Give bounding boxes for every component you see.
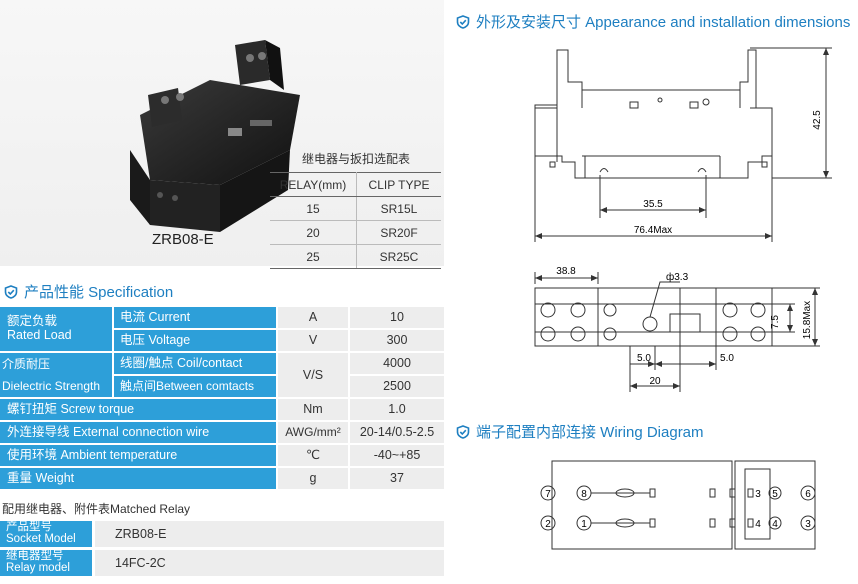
socket-model-en: Socket Model	[6, 533, 76, 545]
model-caption: ZRB08-E	[152, 231, 214, 248]
weight-value: 37	[350, 468, 444, 489]
relay-model-label: 继电器型号 Relay model	[0, 550, 92, 576]
clip-table: RELAY(mm) CLIP TYPE 15 SR15L 20 SR20F 25…	[270, 172, 441, 269]
clip-type-cell: SR25C	[356, 244, 441, 269]
spec-row-weight: 重量 Weight g 37	[0, 468, 444, 489]
wiring-terminal-6: 6	[805, 489, 811, 500]
dim-height: 42.5	[812, 110, 823, 130]
wiring-terminal-1: 1	[581, 519, 587, 530]
side-view-drawing: 42.5 35.5 76.4Max	[534, 47, 832, 242]
dielectric-unit: V/S	[278, 353, 348, 397]
wiring-terminal-4b: 4	[772, 519, 778, 530]
current-value: 10	[350, 307, 444, 328]
wiring-terminal-3: 3	[755, 489, 761, 500]
shield-check-icon	[456, 425, 470, 439]
relay-socket-photo	[130, 40, 300, 232]
clip-relay-cell: 15	[270, 196, 357, 221]
screw-torque-unit: Nm	[278, 399, 348, 420]
screw-torque-label: 螺钉扭矩 Screw torque	[0, 399, 276, 420]
wiring-terminal-3b: 3	[805, 519, 811, 530]
matched-caption: 配用继电器、附件表Matched Relay	[2, 502, 191, 516]
table-row: 20 SR20F	[270, 220, 441, 245]
dielectric-en: Dielectric Strength	[2, 379, 101, 393]
spec-row-wire: 外连接导线 External connection wire AWG/mm² 2…	[0, 422, 444, 443]
spec-row-torque: 螺钉扭矩 Screw torque Nm 1.0	[0, 399, 444, 420]
rated-load-en: Rated Load	[7, 328, 72, 342]
relay-model-value: 14FC-2C	[95, 550, 444, 576]
dim-width-max: 15.8Max	[802, 301, 813, 339]
wiring-section-title: 端子配置内部连接 Wiring Diagram	[456, 421, 704, 442]
dim-top-length: 38.8	[556, 266, 576, 277]
shield-check-icon	[4, 285, 18, 299]
weight-unit: g	[278, 468, 348, 489]
dim-spacing-c: 20	[649, 376, 661, 387]
socket-model-row: 产品型号 Socket Model ZRB08-E	[0, 521, 444, 547]
dim-spacing-a: 5.0	[637, 353, 651, 364]
relay-model-row: 继电器型号 Relay model 14FC-2C	[0, 550, 444, 576]
spec-row-ambient: 使用环境 Ambient temperature ℃ -40~+85	[0, 445, 444, 466]
clip-table-caption: 继电器与扳扣选配表	[302, 152, 411, 166]
spec-row-voltage: 电压 Voltage V 300	[0, 330, 444, 351]
wiring-terminal-7: 7	[545, 489, 551, 500]
table-row: 15 SR15L	[270, 196, 441, 221]
clip-relay-cell: 20	[270, 220, 357, 245]
coil-contact-label: 线圈/触点 Coil/contact	[114, 353, 276, 374]
wiring-title-text: 端子配置内部连接 Wiring Diagram	[476, 424, 704, 441]
weight-label: 重量 Weight	[0, 468, 276, 489]
wiring-diagram: 7 2 8 1 3 5 6 4 4 3	[540, 460, 816, 550]
relay-model-en: Relay model	[6, 562, 70, 574]
top-view-drawing: 38.8 ф3.3 7.5 15.8Max 5.0 5.0 20	[534, 266, 820, 392]
dimensions-title-text: 外形及安装尺寸 Appearance and installation dime…	[476, 14, 851, 31]
between-contacts-value: 2500	[350, 376, 444, 397]
dim-hole: ф3.3	[666, 271, 689, 283]
dimensions-section-title: 外形及安装尺寸 Appearance and installation dime…	[456, 11, 850, 32]
clip-type-cell: SR15L	[356, 196, 441, 221]
wiring-terminal-2: 2	[545, 519, 551, 530]
wiring-terminal-8: 8	[581, 489, 587, 500]
spec-row-current: 电流 Current A 10	[0, 307, 444, 328]
dim-width-a: 7.5	[770, 315, 781, 329]
ambient-unit: ℃	[278, 445, 348, 466]
ext-wire-label: 外连接导线 External connection wire	[0, 422, 276, 443]
voltage-value: 300	[350, 330, 444, 351]
relay-model-cn: 继电器型号	[6, 550, 64, 562]
ext-wire-value: 20-14/0.5-2.5	[350, 422, 444, 443]
socket-model-value: ZRB08-E	[95, 521, 444, 547]
voltage-unit: V	[278, 330, 348, 351]
screw-torque-value: 1.0	[350, 399, 444, 420]
current-unit: A	[278, 307, 348, 328]
wiring-terminal-5: 5	[772, 489, 778, 500]
rated-load-cn: 额定负载	[7, 314, 58, 328]
shield-check-icon	[456, 15, 470, 29]
coil-contact-value: 4000	[350, 353, 444, 374]
dielectric-label: 介质耐压 Dielectric Strength	[0, 353, 112, 397]
clip-type-cell: SR20F	[356, 220, 441, 245]
socket-model-label: 产品型号 Socket Model	[0, 521, 92, 547]
spec-title-text: 产品性能 Specification	[24, 284, 174, 301]
dim-spacing-b: 5.0	[720, 353, 734, 364]
current-label: 电流 Current	[114, 307, 276, 328]
product-photo-area	[0, 0, 444, 266]
voltage-label: 电压 Voltage	[114, 330, 276, 351]
rated-load-label: 额定负载 Rated Load	[0, 307, 112, 351]
clip-relay-cell: 25	[270, 244, 357, 269]
table-row: 25 SR25C	[270, 244, 441, 269]
ambient-value: -40~+85	[350, 445, 444, 466]
ambient-label: 使用环境 Ambient temperature	[0, 445, 276, 466]
clip-header-type: CLIP TYPE	[356, 172, 441, 197]
between-contacts-label: 触点间Between comtacts	[114, 376, 276, 397]
ext-wire-unit: AWG/mm²	[278, 422, 348, 443]
dim-length: 76.4Max	[634, 225, 672, 236]
dielectric-cn: 介质耐压	[2, 357, 51, 371]
dim-pitch: 35.5	[643, 199, 663, 210]
clip-header-relay: RELAY(mm)	[270, 172, 357, 197]
spec-section-title: 产品性能 Specification	[4, 281, 173, 302]
wiring-terminal-4a: 4	[755, 519, 761, 530]
socket-model-cn: 产品型号	[6, 521, 52, 533]
